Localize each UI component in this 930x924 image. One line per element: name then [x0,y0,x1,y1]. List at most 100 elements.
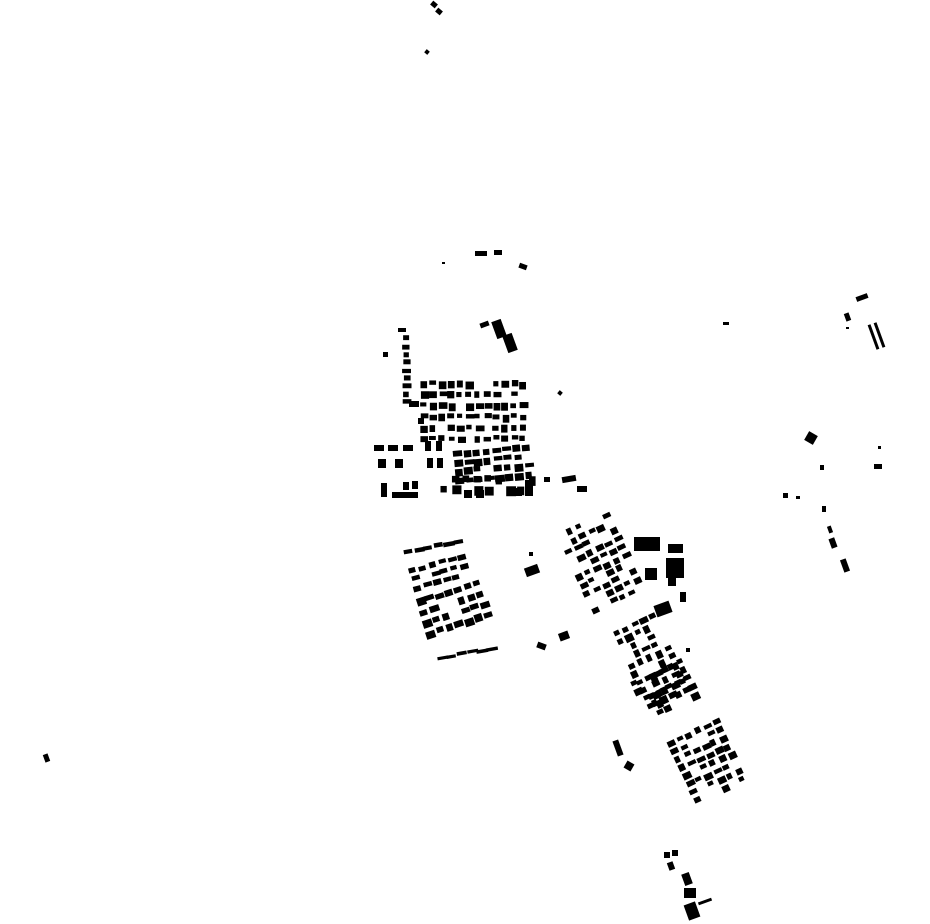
building [697,897,713,906]
building [479,320,490,329]
building [608,547,619,557]
building [839,558,851,573]
building [718,753,728,764]
building [418,418,424,424]
building [512,444,521,452]
building [599,551,608,558]
building [472,449,480,457]
building [591,606,601,615]
building [696,755,707,764]
building [820,465,824,470]
building [627,589,636,596]
building [633,576,643,586]
building [648,671,659,682]
building [612,739,624,757]
building [441,612,451,622]
building [612,556,621,565]
building [616,543,627,551]
building [473,475,481,483]
building [519,435,525,441]
building [634,628,642,636]
building [668,544,683,553]
building [403,391,409,398]
building [714,745,725,756]
building [796,496,800,499]
building [456,553,467,562]
building [501,446,512,452]
building [491,318,507,340]
building [519,424,526,431]
building [615,563,623,573]
building [460,606,471,615]
building [429,414,438,421]
building [725,772,733,781]
building [676,657,684,665]
building [681,770,693,781]
building [414,546,425,553]
building [431,570,442,577]
building [602,581,612,590]
building [783,493,788,498]
building [574,523,582,530]
building [475,403,485,410]
building [713,767,723,775]
building [653,600,673,618]
building [402,399,412,404]
building [484,413,492,419]
building [475,590,484,599]
building [494,250,502,255]
building [479,600,491,610]
building [403,445,413,451]
building [456,650,467,656]
building [403,375,411,381]
building [438,435,445,441]
building [474,436,480,443]
building [447,413,455,419]
building [429,425,436,433]
building [602,561,612,571]
building [629,669,639,680]
building [576,553,587,563]
building [482,448,490,456]
building [664,682,673,690]
building [826,525,834,534]
building [641,644,651,653]
building [429,391,437,399]
building [448,403,456,412]
building [727,750,738,761]
building [593,585,602,593]
building [682,673,692,682]
building [655,688,664,698]
building [686,648,690,652]
building [687,682,698,692]
building [654,649,664,660]
building [663,704,673,714]
building [493,403,501,411]
building [645,653,653,663]
building [511,425,517,431]
building [451,574,460,581]
building [804,431,818,445]
building [623,579,631,587]
building [442,262,445,264]
building [589,555,600,565]
building [420,425,428,434]
building [666,558,684,578]
building [421,618,434,629]
building [501,380,510,388]
building [448,436,455,441]
building [411,574,421,582]
building [415,596,428,607]
building [435,7,443,16]
building [476,648,489,654]
building [403,352,409,358]
building [511,391,518,396]
building [412,481,418,489]
building [492,447,502,454]
building [501,402,508,411]
building [716,775,728,785]
building [630,679,638,687]
building [525,480,533,496]
building [628,567,638,576]
building [438,402,448,409]
